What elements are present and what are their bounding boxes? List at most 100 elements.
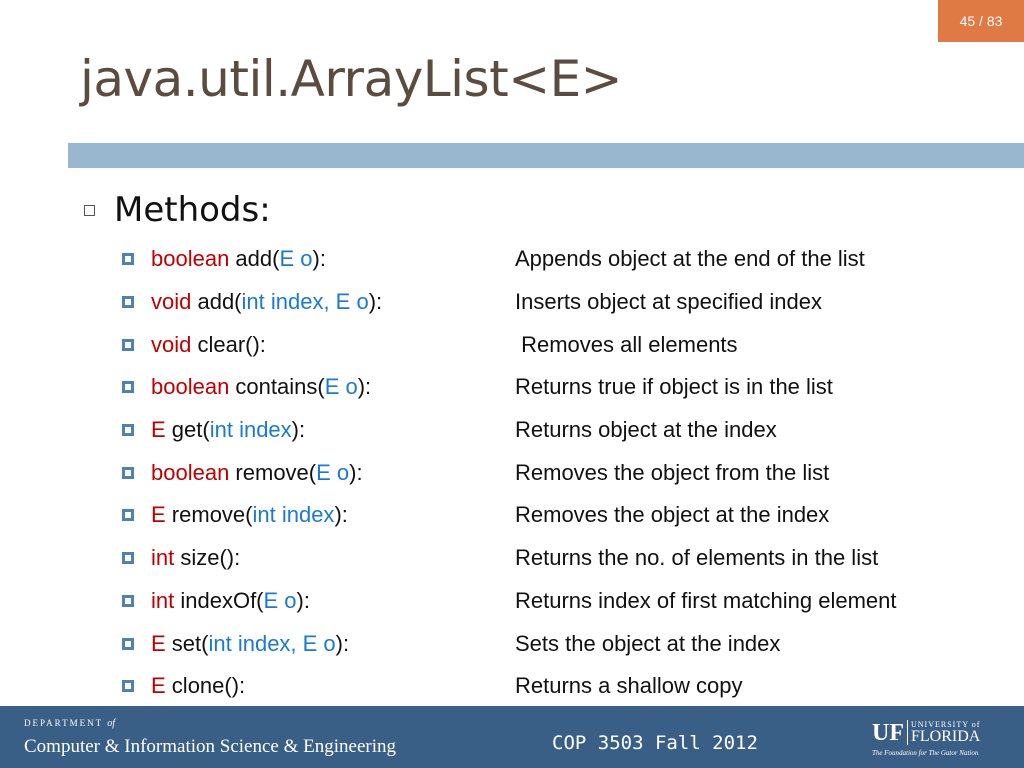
uf-logo-mark: UF	[872, 720, 904, 746]
method-name: get(	[165, 417, 210, 443]
method-row: int size(): Returns the no. of elements …	[122, 537, 1002, 580]
method-close: ):	[334, 502, 348, 528]
method-description: Inserts object at specified index	[515, 289, 822, 315]
method-description: Removes the object from the list	[515, 459, 830, 485]
department-prefix: DEPARTMENT	[24, 718, 103, 728]
square-bullet-icon	[122, 424, 134, 437]
method-name: contains(	[229, 374, 325, 400]
method-params: int index, E o	[208, 630, 336, 656]
square-bullet-icon	[122, 552, 134, 565]
footer-bar: DEPARTMENT of Computer & Information Sci…	[0, 706, 1024, 768]
square-bullet-icon	[122, 594, 134, 607]
return-type: E	[151, 417, 166, 443]
section-bullet: Methods:	[84, 190, 271, 230]
method-row: int indexOf(E o): Returns index of first…	[122, 580, 1002, 623]
method-params: E o	[263, 587, 297, 613]
title-divider-bar	[68, 143, 1024, 168]
department-label: DEPARTMENT of	[24, 718, 115, 729]
uf-logo-tagline: The Foundation for The Gator Nation	[872, 749, 979, 757]
method-name: remove(	[165, 502, 253, 528]
return-type: E	[151, 502, 166, 528]
method-name: clear():	[191, 331, 266, 357]
method-row: E clone(): Returns a shallow copy	[122, 665, 1002, 708]
method-signature: E clone():	[151, 673, 245, 699]
square-bullet-icon	[122, 637, 134, 650]
square-bullet-icon	[122, 296, 134, 309]
method-params: E o	[279, 246, 313, 272]
square-bullet-icon	[122, 253, 134, 266]
method-row: boolean remove(E o): Removes the object …	[122, 451, 1002, 494]
method-signature: boolean remove(E o):	[151, 460, 363, 486]
method-name: add(	[191, 289, 242, 315]
method-list: boolean add(E o): Appends object at the …	[122, 238, 1002, 708]
method-params: E o	[316, 459, 350, 485]
department-of: of	[107, 718, 116, 729]
method-description: Returns a shallow copy	[515, 673, 743, 699]
method-row: boolean contains(E o): Returns true if o…	[122, 366, 1002, 409]
method-params: E o	[324, 374, 358, 400]
method-signature: boolean contains(E o):	[151, 374, 371, 400]
method-description: Returns true if object is in the list	[515, 374, 833, 400]
method-signature: boolean add(E o):	[151, 246, 326, 272]
return-type: boolean	[151, 246, 230, 272]
method-signature: void add(int index, E o):	[151, 289, 382, 315]
uf-logo-florida: FLORIDA	[911, 728, 981, 745]
uf-logo-university: UNIVERSITY of	[911, 720, 981, 729]
method-close: ):	[296, 587, 310, 613]
return-type: E	[151, 673, 166, 699]
method-row: boolean add(E o): Appends object at the …	[122, 238, 1002, 281]
method-close: ):	[357, 374, 372, 400]
uf-logo: UF UNIVERSITY of FLORIDA The Foundation …	[872, 720, 980, 757]
method-description: Returns index of first matching element	[515, 587, 897, 613]
course-label: COP 3503 Fall 2012	[552, 732, 758, 754]
uf-logo-words: UNIVERSITY of FLORIDA	[907, 720, 980, 745]
method-description: Sets the object at the index	[515, 630, 781, 656]
method-signature: E set(int index, E o):	[151, 631, 349, 657]
square-bullet-icon	[122, 680, 134, 693]
method-close: ):	[349, 459, 363, 485]
method-close: ):	[335, 630, 350, 656]
method-description: Removes the object at the index	[515, 502, 830, 528]
method-params: int index	[252, 502, 335, 528]
return-type: void	[151, 289, 192, 315]
square-bullet-icon	[122, 466, 134, 479]
method-row: void clear(): Removes all elements	[122, 323, 1002, 366]
method-params: int index	[209, 417, 292, 443]
method-row: E get(int index): Returns object at the …	[122, 409, 1002, 452]
method-row: E set(int index, E o): Sets the object a…	[122, 622, 1002, 665]
return-type: boolean	[151, 374, 230, 400]
return-type: int	[151, 545, 175, 571]
method-row: void add(int index, E o): Inserts object…	[122, 281, 1002, 324]
method-description: Returns object at the index	[515, 417, 777, 443]
method-signature: E remove(int index):	[151, 502, 348, 528]
hollow-square-bullet-icon	[84, 204, 95, 216]
return-type: int	[151, 587, 175, 613]
method-description: Appends object at the end of the list	[515, 246, 865, 272]
method-name: clone():	[165, 673, 246, 699]
square-bullet-icon	[122, 509, 134, 522]
method-close: ):	[312, 246, 326, 272]
method-params: int index, E o	[241, 289, 369, 315]
method-name: indexOf(	[174, 587, 264, 613]
return-type: boolean	[151, 459, 230, 485]
method-row: E remove(int index): Removes the object …	[122, 494, 1002, 537]
method-description: Removes all elements	[515, 331, 738, 357]
slide-title: java.util.ArrayList<E>	[80, 50, 623, 108]
method-signature: int size():	[151, 545, 240, 571]
method-name: add(	[229, 246, 280, 272]
page-number-badge: 45 / 83	[938, 0, 1024, 42]
square-bullet-icon	[122, 381, 134, 394]
page-indicator: 45 / 83	[959, 13, 1003, 29]
method-name: size():	[174, 545, 241, 571]
square-bullet-icon	[122, 338, 134, 351]
department-name: Computer & Information Science & Enginee…	[24, 736, 396, 757]
return-type: E	[151, 630, 166, 656]
return-type: void	[151, 331, 192, 357]
method-description: Returns the no. of elements in the list	[515, 545, 879, 571]
method-name: remove(	[229, 459, 317, 485]
method-signature: int indexOf(E o):	[151, 588, 310, 614]
section-heading: Methods:	[114, 190, 271, 230]
method-close: ):	[368, 289, 383, 315]
method-name: set(	[165, 630, 209, 656]
method-close: ):	[291, 417, 306, 443]
